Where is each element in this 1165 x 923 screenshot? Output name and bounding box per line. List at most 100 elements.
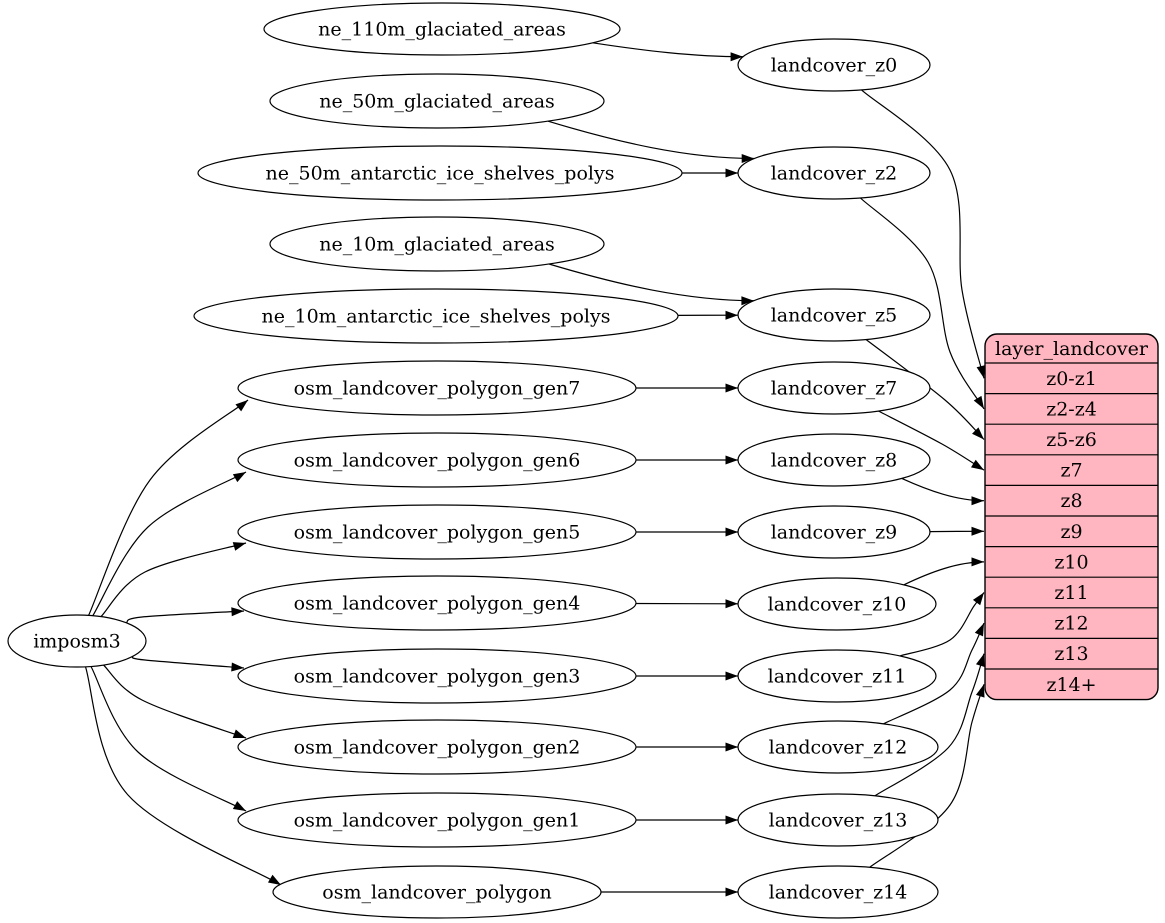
node-ne_10m_glaciated_areas-shape [269,216,605,272]
record-row-label: z11 [1054,582,1088,604]
node-landcover_z14-label: landcover_z14 [769,882,908,904]
edge-landcover_z7-to-layer_landcover-row-z7 [878,410,985,471]
edge-imposm3-to-osm_landcover_polygon_gen5 [100,542,247,618]
record-row-z12: z12 [985,607,1158,635]
node-osm_landcover_polygon-shape [272,865,602,919]
node-ne_110m_glaciated_areas-shape [263,2,621,56]
node-osm_landcover_polygon_gen1: osm_landcover_polygon_gen1 [237,792,637,848]
node-ne_110m_glaciated_areas-label: ne_110m_glaciated_areas [318,19,566,41]
record-row-z2-z4: z2-z4 [985,393,1158,420]
node-landcover_z5: landcover_z5 [737,288,931,342]
node-ne_50m_antarctic_ice_shelves_polys-label: ne_50m_antarctic_ice_shelves_polys [266,163,615,185]
record-row-label: z10 [1054,551,1088,573]
node-landcover_z11-label: landcover_z11 [768,666,907,688]
node-ne_10m_antarctic_ice_shelves_polys-shape [193,288,679,344]
node-landcover_z13-shape [737,793,939,847]
node-landcover_z7-shape [737,361,931,415]
node-osm_landcover_polygon_gen4-shape [237,575,637,631]
edge-imposm3-to-osm_landcover_polygon_gen6 [92,471,247,617]
node-ne_50m_antarctic_ice_shelves_polys: ne_50m_antarctic_ice_shelves_polys [197,145,683,201]
node-landcover_z9-label: landcover_z9 [771,522,898,544]
node-landcover_z12-shape [737,720,939,774]
node-landcover_z8: landcover_z8 [737,433,931,487]
node-landcover_z5-shape [737,288,931,342]
node-landcover_z7: landcover_z7 [737,361,931,415]
edge-layer [84,42,986,897]
node-osm_landcover_polygon: osm_landcover_polygon [272,865,602,919]
node-osm_landcover_polygon_gen1-shape [237,792,637,848]
node-osm_landcover_polygon_gen6-shape [237,432,637,488]
node-imposm3: imposm3 [7,614,147,668]
node-ne_10m_glaciated_areas-label: ne_10m_glaciated_areas [319,234,555,256]
node-landcover_z8-label: landcover_z8 [771,450,898,472]
record-row-label: z8 [1060,490,1082,512]
record-row-z0-z1: z0-z1 [985,362,1158,390]
edge-imposm3-to-osm_landcover_polygon_gen3 [131,655,245,672]
node-osm_landcover_polygon_gen7: osm_landcover_polygon_gen7 [237,360,637,416]
node-landcover_z14-shape [737,865,939,919]
node-landcover_z2-shape [737,146,931,200]
node-osm_landcover_polygon_gen4: osm_landcover_polygon_gen4 [237,575,637,631]
node-osm_landcover_polygon_gen6-label: osm_landcover_polygon_gen6 [294,450,581,472]
node-osm_landcover_polygon_gen4-label: osm_landcover_polygon_gen4 [294,593,581,615]
node-osm_landcover_polygon_gen2-shape [237,719,637,775]
node-landcover_z7-label: landcover_z7 [771,378,898,400]
node-ne_50m_glaciated_areas-shape [269,73,605,129]
edge-imposm3-to-osm_landcover_polygon_gen1 [90,666,247,812]
record-row-z13: z13 [985,637,1158,665]
record-row-z5-z6: z5-z6 [985,423,1158,451]
node-landcover_z2-label: landcover_z2 [771,163,898,185]
node-ne_110m_glaciated_areas: ne_110m_glaciated_areas [263,2,621,56]
record-row-z10: z10 [985,545,1158,573]
edge-landcover_z5-to-layer_landcover-row-z5-z6 [865,339,985,440]
edge-landcover_z14-to-layer_landcover-row-z14+ [869,684,985,868]
node-ne_50m_glaciated_areas-label: ne_50m_glaciated_areas [319,91,555,113]
node-ne_50m_glaciated_areas: ne_50m_glaciated_areas [269,73,605,129]
record-layer_landcover: layer_landcover z0-z1 z2-z4 z5-z6 z7 z8 z9 z10 z… [984,333,1159,701]
edge-landcover_z8-to-layer_landcover-row-z8 [901,477,985,506]
record-row-z7: z7 [985,454,1158,482]
node-landcover_z5-label: landcover_z5 [771,305,898,327]
edge-ne_110m_glaciated_areas-to-landcover_z0 [592,42,744,62]
record-title: layer_landcover [995,338,1149,360]
node-ne_10m_antarctic_ice_shelves_polys-label: ne_10m_antarctic_ice_shelves_polys [262,306,611,328]
node-landcover_z8-shape [737,433,931,487]
node-ne_10m_glaciated_areas: ne_10m_glaciated_areas [269,216,605,272]
node-ne_50m_antarctic_ice_shelves_polys-shape [197,145,683,201]
record-row-label: z0-z1 [1046,368,1097,390]
node-osm_landcover_polygon_gen7-shape [237,360,637,416]
node-landcover_z2: landcover_z2 [737,146,931,200]
record-row-label: z7 [1060,460,1082,482]
node-landcover_z0-label: landcover_z0 [771,55,898,77]
record-row-label: z2-z4 [1046,398,1097,420]
record-row-label: z13 [1054,643,1088,665]
node-osm_landcover_polygon_gen3: osm_landcover_polygon_gen3 [237,648,637,704]
node-landcover_z10: landcover_z10 [737,577,937,631]
node-osm_landcover_polygon_gen5: osm_landcover_polygon_gen5 [237,504,637,560]
node-landcover_z14: landcover_z14 [737,865,939,919]
record-row-z8: z8 [985,484,1158,512]
node-landcover_z12: landcover_z12 [737,720,939,774]
edge-landcover_z10-to-layer_landcover-row-z10 [903,557,985,586]
node-osm_landcover_polygon_gen5-shape [237,504,637,560]
edge-landcover_z2-to-layer_landcover-row-z2-z4 [859,197,985,410]
node-landcover_z9: landcover_z9 [737,505,931,559]
edge-landcover_z0-to-layer_landcover-row-z0-z1 [861,89,986,379]
node-ne_10m_antarctic_ice_shelves_polys: ne_10m_antarctic_ice_shelves_polys [193,288,679,344]
node-osm_landcover_polygon_gen3-shape [237,648,637,704]
node-landcover_z0: landcover_z0 [737,38,931,92]
record-row-z9: z9 [985,515,1158,543]
record-row-z14+: z14+ [985,668,1158,696]
node-osm_landcover_polygon-label: osm_landcover_polygon [322,882,551,904]
record-row-label: z9 [1060,521,1082,543]
node-osm_landcover_polygon_gen2: osm_landcover_polygon_gen2 [237,719,637,775]
edge-landcover_z13-to-layer_landcover-row-z13 [874,653,985,797]
node-landcover_z0-shape [737,38,931,92]
node-landcover_z13-label: landcover_z13 [769,810,908,832]
node-osm_landcover_polygon_gen1-label: osm_landcover_polygon_gen1 [294,810,581,832]
record-row-label: z14+ [1046,674,1096,696]
node-landcover_z13: landcover_z13 [737,793,939,847]
node-landcover_z10-label: landcover_z10 [768,594,907,616]
node-landcover_z11: landcover_z11 [737,649,937,703]
